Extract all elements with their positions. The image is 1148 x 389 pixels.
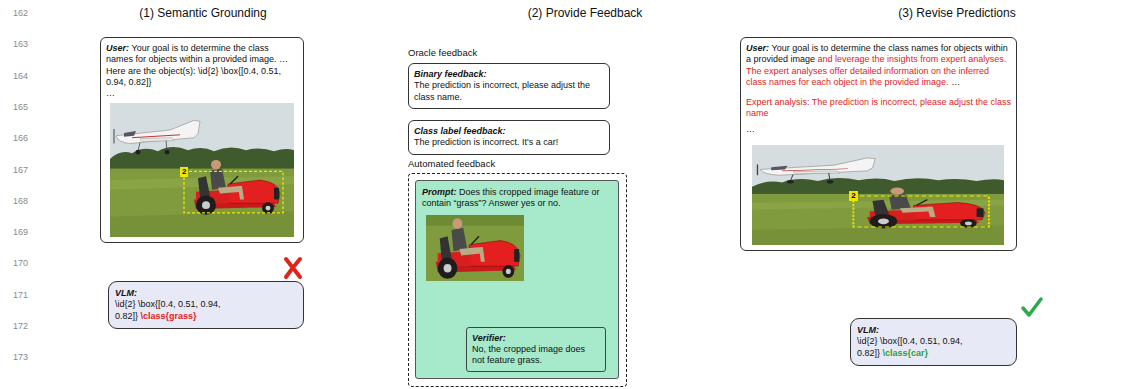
text-area: User:Your goal is to determine the class…: [746, 43, 1011, 135]
section-heading: Oracle feedback: [408, 47, 477, 58]
text-area: Class label feedback:The prediction is i…: [414, 126, 604, 149]
text: Prompt:: [422, 187, 457, 197]
text-line: User:Your goal is to determine the class…: [746, 43, 1011, 88]
vlm-output-box: VLM:\id{2} \box{[0.4, 0.51, 0.94, 0.82]}…: [850, 318, 1017, 366]
column-heading: (1) Semantic Grounding: [139, 6, 266, 20]
prompt-panel: User:Your goal is to determine the class…: [100, 37, 304, 243]
revised-prompt-panel: User:Your goal is to determine the class…: [740, 37, 1017, 251]
text-line: \id{2} \box{[0.4, 0.51, 0.94, 0.82]}\cla…: [115, 299, 297, 322]
callout-number: 2: [849, 191, 857, 201]
wrong-mark: [282, 256, 304, 280]
feedback-box: Class label feedback:The prediction is i…: [408, 120, 610, 155]
column-heading: (2) Provide Feedback: [528, 6, 643, 20]
text-line: Class label feedback:: [414, 126, 604, 137]
text-line: Expert analysis: The prediction is incor…: [746, 97, 1011, 120]
text: …: [106, 88, 115, 98]
scene-image: [752, 145, 1004, 245]
text: …: [746, 124, 755, 134]
feedback-box: Binary feedback:The prediction is incorr…: [408, 63, 610, 109]
text-line: Binary feedback:: [414, 69, 604, 80]
text-area: Verifier:No, the cropped image does not …: [472, 333, 600, 367]
line-number: 167: [2, 165, 28, 175]
text-line: \id{2} \box{[0.4, 0.51, 0.94, 0.82]}\cla…: [857, 336, 1010, 359]
line-number: 165: [2, 102, 28, 112]
text: \class{car}: [883, 348, 929, 358]
line-number: 164: [2, 71, 28, 81]
callout-number: 2: [180, 167, 188, 177]
text-line: The prediction is incorrect. It's a car!: [414, 137, 604, 148]
line-number: 172: [2, 321, 28, 331]
region-heading: Automated feedback: [408, 158, 495, 169]
text-line: VLM:: [115, 288, 297, 299]
text-line: Verifier:: [472, 333, 600, 344]
text-line: No, the cropped image does not feature g…: [472, 344, 600, 367]
verifier-answer-box: Verifier:No, the cropped image does not …: [466, 327, 606, 373]
text-area: VLM:\id{2} \box{[0.4, 0.51, 0.94, 0.82]}…: [115, 288, 297, 322]
text: VLM:: [857, 325, 879, 335]
text-area: VLM:\id{2} \box{[0.4, 0.51, 0.94, 0.82]}…: [857, 325, 1010, 359]
verifier-prompt-box: Prompt:Does this cropped image feature o…: [415, 180, 619, 380]
line-number: 163: [2, 39, 28, 49]
text-area: User:Your goal is to determine the class…: [106, 43, 298, 99]
text: No, the cropped image does not feature g…: [472, 344, 585, 365]
text: Expert analysis: The prediction is incor…: [746, 97, 1011, 118]
line-number: 168: [2, 196, 28, 206]
cropped-image: [426, 215, 524, 281]
column-heading: (3) Revise Predictions: [898, 6, 1015, 20]
line-number: 170: [2, 258, 28, 268]
line-number: 166: [2, 133, 28, 143]
text-area: Binary feedback:The prediction is incorr…: [414, 69, 604, 103]
text-area: Prompt:Does this cropped image feature o…: [422, 187, 612, 210]
text: VLM:: [115, 288, 137, 298]
line-number: 169: [2, 227, 28, 237]
text: Verifier:: [472, 333, 506, 343]
text-line: …: [106, 88, 298, 99]
vlm-output-box: VLM:\id{2} \box{[0.4, 0.51, 0.94, 0.82]}…: [108, 281, 304, 329]
line-number: 171: [2, 290, 28, 300]
scene-image: [110, 103, 294, 237]
correct-mark: [1020, 296, 1044, 318]
text: The prediction is incorrect. It's a car!: [414, 137, 558, 147]
text-line: …: [746, 124, 1011, 135]
text: Class label feedback:: [414, 126, 506, 136]
automated-feedback-region: Automated feedback Prompt:Does this crop…: [408, 173, 627, 388]
text-line: Prompt:Does this cropped image feature o…: [422, 187, 612, 210]
text-line: The prediction is incorrect, please adju…: [414, 80, 604, 103]
line-number: 173: [2, 352, 28, 362]
text-line: VLM:: [857, 325, 1010, 336]
text: User:: [106, 43, 129, 53]
text: The prediction is incorrect, please adju…: [414, 80, 590, 101]
text: User:: [746, 43, 769, 53]
text: Binary feedback:: [414, 69, 487, 79]
text: \class{grass}: [141, 311, 197, 321]
text: …: [951, 77, 960, 87]
text-line: User:Your goal is to determine the class…: [106, 43, 298, 88]
text: Your goal is to determine the class name…: [106, 43, 288, 87]
line-number: 162: [2, 8, 28, 18]
